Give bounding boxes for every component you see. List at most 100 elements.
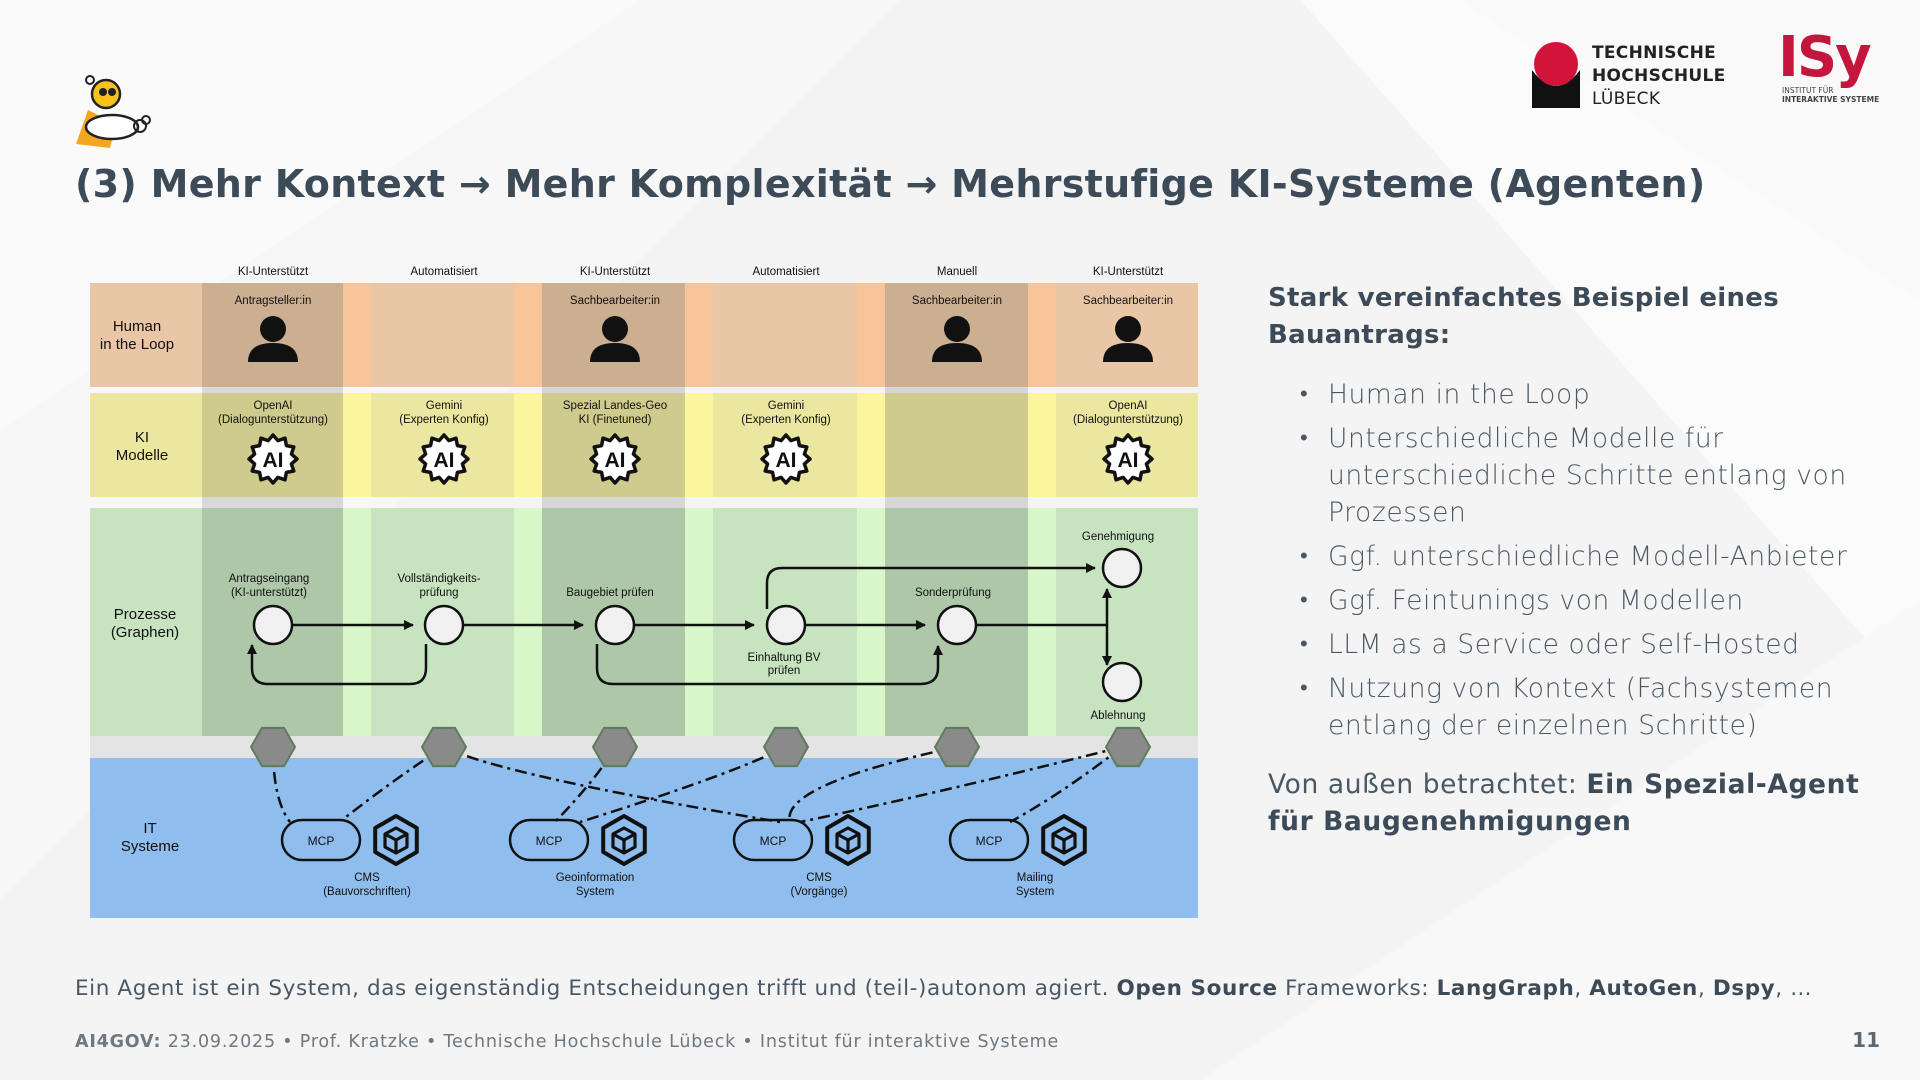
context-hexagon bbox=[591, 726, 639, 768]
label-antragseingang: Antragseingang bbox=[229, 573, 310, 585]
model-name-label: Gemini bbox=[768, 400, 804, 412]
column-6: KI-UnterstütztSachbearbeiter:inOpenAI(Di… bbox=[1073, 266, 1183, 485]
lane-separators bbox=[343, 283, 1056, 736]
column-mode-label: Manuell bbox=[937, 266, 977, 278]
th-luebeck-logo: TECHNISCHE HOCHSCHULE LÜBECK bbox=[1530, 40, 1726, 112]
mcp-label: MCP bbox=[536, 834, 563, 848]
human-role-label: Antragsteller:in bbox=[235, 295, 312, 307]
model-name-label: Spezial Landes-Geo bbox=[563, 400, 667, 412]
list-item: Ggf. unterschiedliche Modell-Anbieter bbox=[1300, 538, 1868, 575]
mascot-icon bbox=[76, 75, 151, 148]
page-title: (3) Mehr Kontext → Mehr Komplexität → Me… bbox=[75, 162, 1706, 206]
context-hexagon bbox=[420, 726, 468, 768]
model-config-label: (Dialogunterstützung) bbox=[218, 414, 328, 426]
side-panel: Stark vereinfachtes Beispiel eines Bauan… bbox=[1268, 280, 1868, 840]
mcp-label: MCP bbox=[308, 834, 335, 848]
human-role-label: Sachbearbeiter:in bbox=[1083, 295, 1173, 307]
label-sonderpruefung: Sonderprüfung bbox=[915, 587, 991, 599]
model-config-label: (Dialogunterstützung) bbox=[1073, 414, 1183, 426]
system-name-label: Geoinformation bbox=[556, 872, 635, 884]
model-name-label: OpenAI bbox=[254, 400, 293, 412]
context-hexagon bbox=[249, 726, 297, 768]
person-icon bbox=[1103, 316, 1153, 362]
node-baugebiet bbox=[594, 604, 636, 646]
ai-icon-label: AI bbox=[263, 449, 284, 472]
list-item: Nutzung von Kontext (Fachsystemen entlan… bbox=[1300, 670, 1868, 744]
ai-chip-icon: AI bbox=[589, 433, 641, 485]
row-label-ki-2: Modelle bbox=[116, 447, 169, 464]
person-icon bbox=[590, 316, 640, 362]
model-name-label: Gemini bbox=[426, 400, 462, 412]
label-antragseingang-2: (KI-unterstützt) bbox=[231, 587, 307, 599]
page-number: 11 bbox=[1852, 1028, 1880, 1052]
ai-chip-icon: AI bbox=[418, 433, 470, 485]
node-sonderpruefung bbox=[936, 604, 978, 646]
row-label-human-2: in the Loop bbox=[100, 336, 174, 353]
ai-icon-label: AI bbox=[776, 449, 797, 472]
column-mode-label: KI-Unterstützt bbox=[580, 266, 651, 278]
system-detail-label: (Vorgänge) bbox=[791, 886, 848, 898]
label-baugebiet: Baugebiet prüfen bbox=[566, 587, 654, 599]
node-einhaltung bbox=[765, 604, 807, 646]
ai-chip-icon: AI bbox=[760, 433, 812, 485]
cube-system-icon bbox=[373, 814, 419, 866]
cube-system-icon bbox=[825, 814, 871, 866]
column-mode-label: KI-Unterstützt bbox=[1093, 266, 1164, 278]
list-item: LLM as a Service oder Self-Hosted bbox=[1300, 626, 1868, 663]
column-mode-label: Automatisiert bbox=[752, 266, 820, 278]
label-einhaltung: Einhaltung BV bbox=[748, 652, 821, 664]
label-vollstaendigkeit: Vollständigkeits- bbox=[397, 573, 480, 585]
node-ablehnung bbox=[1101, 661, 1143, 703]
row-label-ki: KI bbox=[135, 429, 149, 446]
context-hexagon bbox=[1104, 726, 1152, 768]
list-item: Human in the Loop bbox=[1300, 376, 1868, 413]
system-name-label: CMS bbox=[354, 872, 380, 884]
node-genehmigung bbox=[1101, 547, 1143, 589]
label-vollstaendigkeit-2: prüfung bbox=[419, 587, 458, 599]
th-logo-icon bbox=[1532, 42, 1580, 108]
list-item: Ggf. Feintunings von Modellen bbox=[1300, 582, 1868, 619]
list-item: Unterschiedliche Modelle für unterschied… bbox=[1300, 420, 1868, 531]
isy-logo-text: ISy bbox=[1778, 25, 1872, 90]
person-icon bbox=[932, 316, 982, 362]
system-detail-label: System bbox=[1016, 886, 1054, 898]
row-label-prozesse: Prozesse bbox=[114, 606, 177, 623]
mcp-label: MCP bbox=[976, 834, 1003, 848]
side-bullets: Human in the Loop Unterschiedliche Model… bbox=[1268, 376, 1868, 744]
ai-icon-label: AI bbox=[605, 449, 626, 472]
column-mode-label: KI-Unterstützt bbox=[238, 266, 309, 278]
cube-system-icon bbox=[601, 814, 647, 866]
system-name-label: Mailing bbox=[1017, 872, 1053, 884]
system-name-label: CMS bbox=[806, 872, 832, 884]
mcp-label: MCP bbox=[760, 834, 787, 848]
process-nodes bbox=[252, 547, 1143, 703]
ai-icon-label: AI bbox=[434, 449, 455, 472]
row-label-it-2: Systeme bbox=[121, 838, 179, 855]
context-hexagon bbox=[762, 726, 810, 768]
human-role-label: Sachbearbeiter:in bbox=[912, 295, 1002, 307]
side-heading: Stark vereinfachtes Beispiel eines Bauan… bbox=[1268, 283, 1780, 350]
row-label-human: Human bbox=[113, 318, 161, 335]
person-icon bbox=[248, 316, 298, 362]
row-label-prozesse-2: (Graphen) bbox=[111, 624, 179, 641]
mcp-server-pill bbox=[508, 818, 590, 862]
system-detail-label: System bbox=[576, 886, 614, 898]
isy-logo: ISy INSTITUT FÜR INTERAKTIVE SYSTEME bbox=[1778, 25, 1888, 105]
mcp-server-pill bbox=[732, 818, 814, 862]
context-hexagon bbox=[933, 726, 981, 768]
mcp-server-pill bbox=[948, 818, 1030, 862]
th-logo-text: TECHNISCHE HOCHSCHULE LÜBECK bbox=[1592, 42, 1726, 109]
mcp-server-pill bbox=[280, 818, 362, 862]
side-conclusion: Von außen betrachtet: Ein Spezial-Agent … bbox=[1268, 769, 1860, 837]
isy-logo-subtitle: INSTITUT FÜR INTERAKTIVE SYSTEME bbox=[1782, 86, 1880, 104]
row-label-it: IT bbox=[143, 820, 156, 837]
bottom-note: Ein Agent ist ein System, das eigenständ… bbox=[75, 976, 1813, 1001]
band-gap bbox=[90, 736, 1198, 758]
